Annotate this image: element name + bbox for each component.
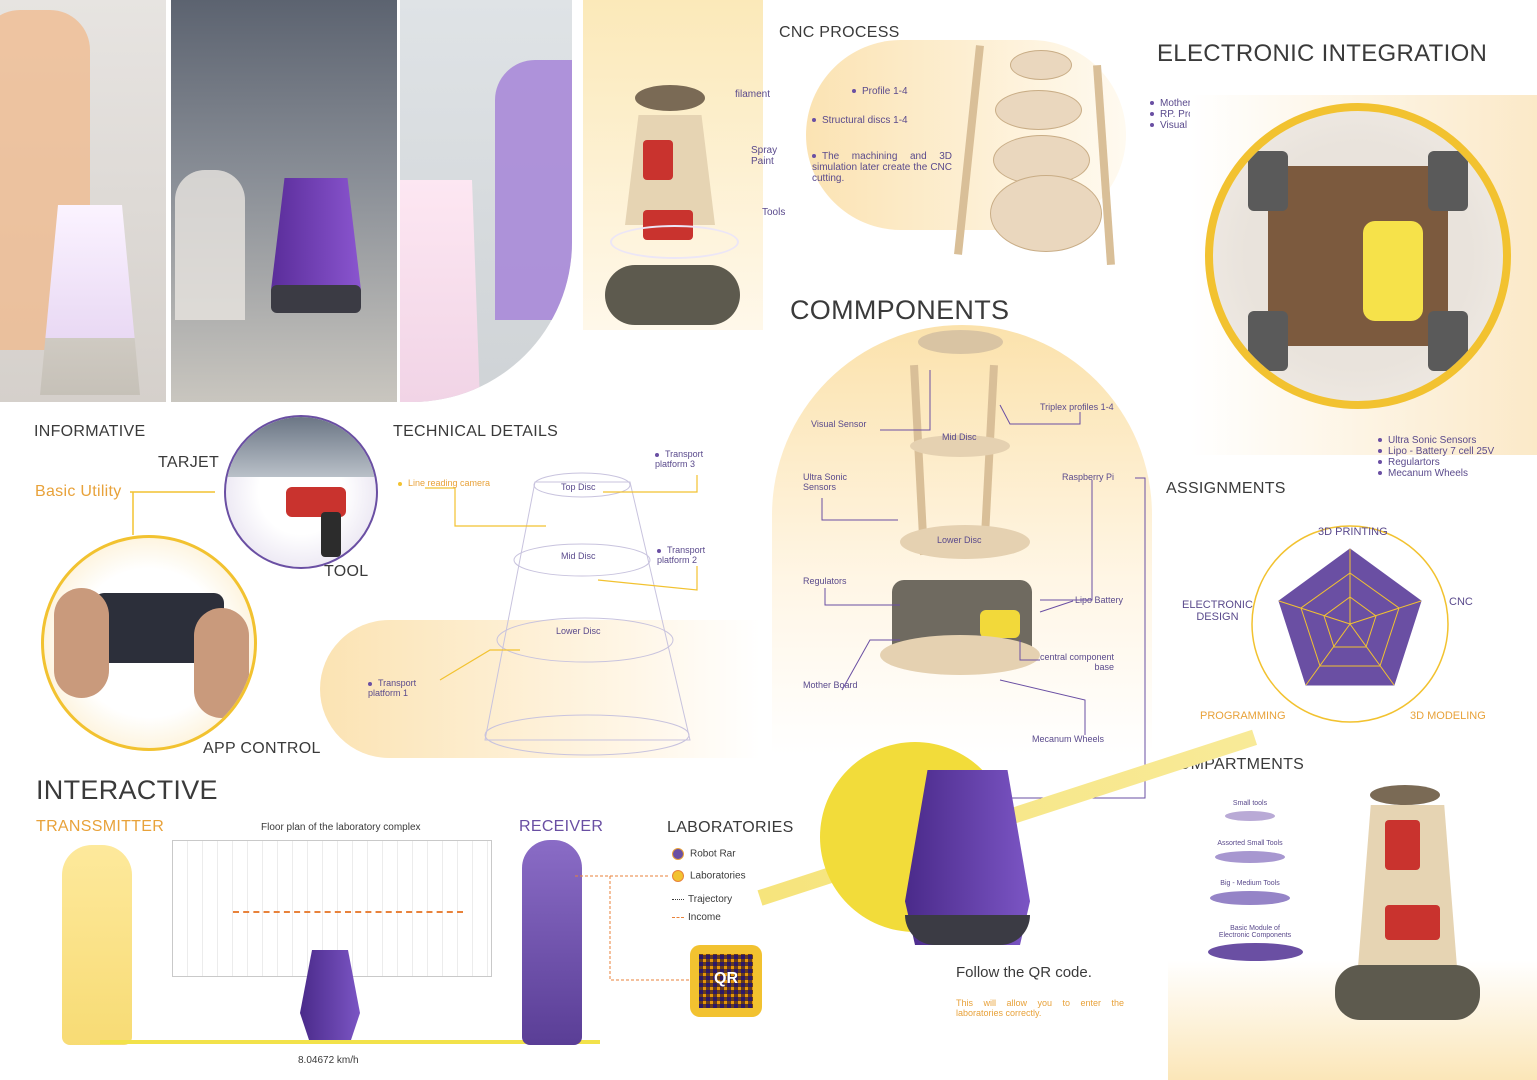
technical-lower-disc: Lower Disc	[556, 626, 601, 636]
robot-label-filament: filament	[735, 89, 771, 100]
follow-subtitle: This will allow you to enter the laborat…	[956, 998, 1124, 1018]
interactive-transmitter: TRANSSMITTER	[36, 818, 165, 835]
informative-title: INFORMATIVE	[34, 423, 146, 440]
technical-tp2: Transport platform 2	[657, 545, 706, 565]
compartments-robot-photo	[1330, 785, 1485, 1025]
robot-label-tools: Tools	[762, 207, 786, 218]
electronic-board-photo	[1205, 103, 1511, 409]
components-regulators: Regulators	[803, 576, 847, 586]
legend-laboratories: Laboratories	[672, 870, 746, 882]
components-central: central component base	[1040, 652, 1115, 672]
robot-label-spray: Spray Paint	[751, 145, 778, 167]
compartments-background	[1168, 782, 1537, 1080]
informative-tarjet: TARJET	[158, 454, 220, 471]
radar-axis-cnc: CNC	[1449, 596, 1473, 608]
interactive-title: INTERACTIVE	[36, 775, 218, 805]
components-visual-sensor: Visual Sensor	[811, 419, 867, 429]
electronic-list-bottom: Ultra Sonic Sensors Lipo - Battery 7 cel…	[1378, 435, 1494, 479]
list-item: Lipo - Battery 7 cell 25V	[1378, 446, 1494, 457]
components-lower-disc: Lower Disc	[937, 535, 982, 545]
cnc-title: CNC PROCESS	[779, 24, 900, 41]
cnc-machining-text: The machining and 3D simulation later cr…	[812, 151, 952, 184]
receiver-person	[522, 840, 582, 1045]
technical-title: TECHNICAL DETAILS	[393, 423, 559, 440]
electronic-title: ELECTRONIC INTEGRATION	[1157, 40, 1488, 67]
components-mid-disc: Mid Disc	[942, 432, 977, 442]
compartment-assorted: Assorted Small Tools	[1210, 840, 1290, 863]
robot-shelf-photo	[605, 85, 740, 330]
interactive-receiver: RECEIVER	[519, 818, 604, 835]
assignments-title: ASSIGNMENTS	[1166, 480, 1286, 497]
floor-plan-title: Floor plan of the laboratory complex	[261, 822, 421, 833]
radar-axis-programming: PROGRAMMING	[1200, 710, 1286, 722]
floor-robot	[300, 950, 360, 1040]
list-item: Mecanum Wheels	[1378, 468, 1494, 479]
robot-speed: 8.04672 km/h	[298, 1055, 359, 1066]
informative-app-control: APP CONTROL	[203, 740, 321, 757]
photo-robot-in-lab	[171, 0, 397, 402]
legend-trajectory: Trajectory	[672, 894, 732, 905]
app-control-circle-photo	[41, 535, 257, 751]
technical-tp3: Transport platform 3	[655, 449, 704, 469]
laboratories-title: LABORATORIES	[667, 819, 794, 836]
photo-user-with-robot	[400, 0, 572, 402]
qr-code-text: QR	[714, 970, 738, 987]
radar-axis-3d-modeling: 3D MODELING	[1410, 710, 1486, 722]
photo-user-touching-robot	[0, 0, 166, 402]
informative-tool: TOOL	[324, 563, 369, 580]
technical-tp1: Transport platform 1	[368, 678, 417, 698]
list-item: Regulartors	[1378, 457, 1494, 468]
compartment-small-tools: Small tools	[1225, 800, 1275, 821]
technical-line-camera: Line reading camera	[398, 478, 490, 488]
follow-robot-base	[905, 915, 1030, 945]
components-triplex: Triplex profiles 1-4	[1040, 402, 1114, 412]
components-mecanum: Mecanum Wheels	[1032, 734, 1105, 744]
follow-title: Follow the QR code.	[956, 964, 1092, 981]
cnc-structural-label: Structural discs 1-4	[812, 115, 908, 126]
radar-axis-electronic-design: ELECTRONIC DESIGN	[1182, 599, 1253, 623]
tool-circle-photo	[224, 415, 378, 569]
compartment-electronic: Basic Module of Electronic Components	[1200, 925, 1310, 961]
list-item: Motherboard	[1150, 98, 1228, 109]
radar-axis-3d-printing: 3D PRINTING	[1318, 526, 1388, 538]
compartment-big-medium: Big - Medium Tools	[1205, 880, 1295, 905]
technical-top-disc: Top Disc	[561, 482, 596, 492]
components-ultra-sonic: Ultra Sonic Sensors	[803, 472, 848, 492]
list-item: Ultra Sonic Sensors	[1378, 435, 1494, 446]
technical-mid-disc: Mid Disc	[561, 551, 596, 561]
components-exploded-render	[880, 330, 1040, 700]
cnc-discs-render	[954, 45, 1115, 266]
legend-robot-rar: Robot Rar	[672, 848, 736, 860]
legend-income: Income	[672, 912, 721, 923]
informative-basic-utility: Basic Utility	[35, 483, 122, 500]
components-lipo: Lipo Battery	[1075, 595, 1124, 605]
components-title: COMMPONENTS	[790, 295, 1010, 325]
qr-code[interactable]: QR	[690, 945, 762, 1017]
transmitter-person	[62, 845, 132, 1045]
components-raspberry: Raspberry Pi	[1062, 472, 1115, 482]
components-mother: Mother Board	[803, 680, 858, 690]
cnc-profile-label: Profile 1-4	[852, 86, 908, 97]
path-line	[100, 1040, 600, 1044]
